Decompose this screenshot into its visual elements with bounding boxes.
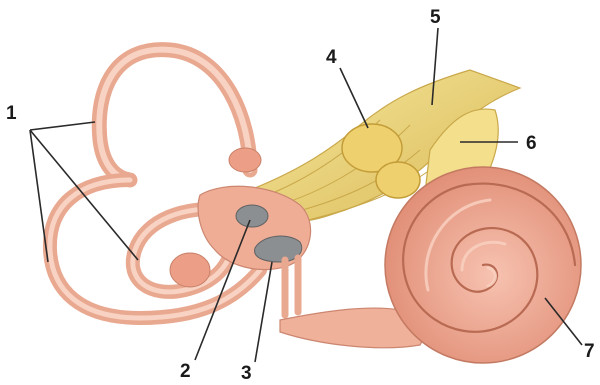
leader-1c (30, 130, 48, 262)
label-6: 6 (526, 134, 537, 153)
ampulla-posterior (170, 253, 210, 287)
ampulla-anterior (229, 148, 261, 172)
label-2: 2 (180, 362, 191, 381)
label-7: 7 (584, 342, 595, 361)
anterior-semicircular-canal (99, 50, 250, 180)
leader-1a (30, 122, 95, 130)
ganglion-lower-lobe (376, 162, 420, 198)
label-3: 3 (241, 364, 252, 383)
leader-4 (340, 68, 368, 128)
cochlear-duct-connection (285, 258, 298, 315)
label-1: 1 (6, 104, 17, 123)
label-5: 5 (430, 8, 441, 27)
label-4: 4 (326, 48, 337, 67)
utricle (236, 205, 268, 227)
